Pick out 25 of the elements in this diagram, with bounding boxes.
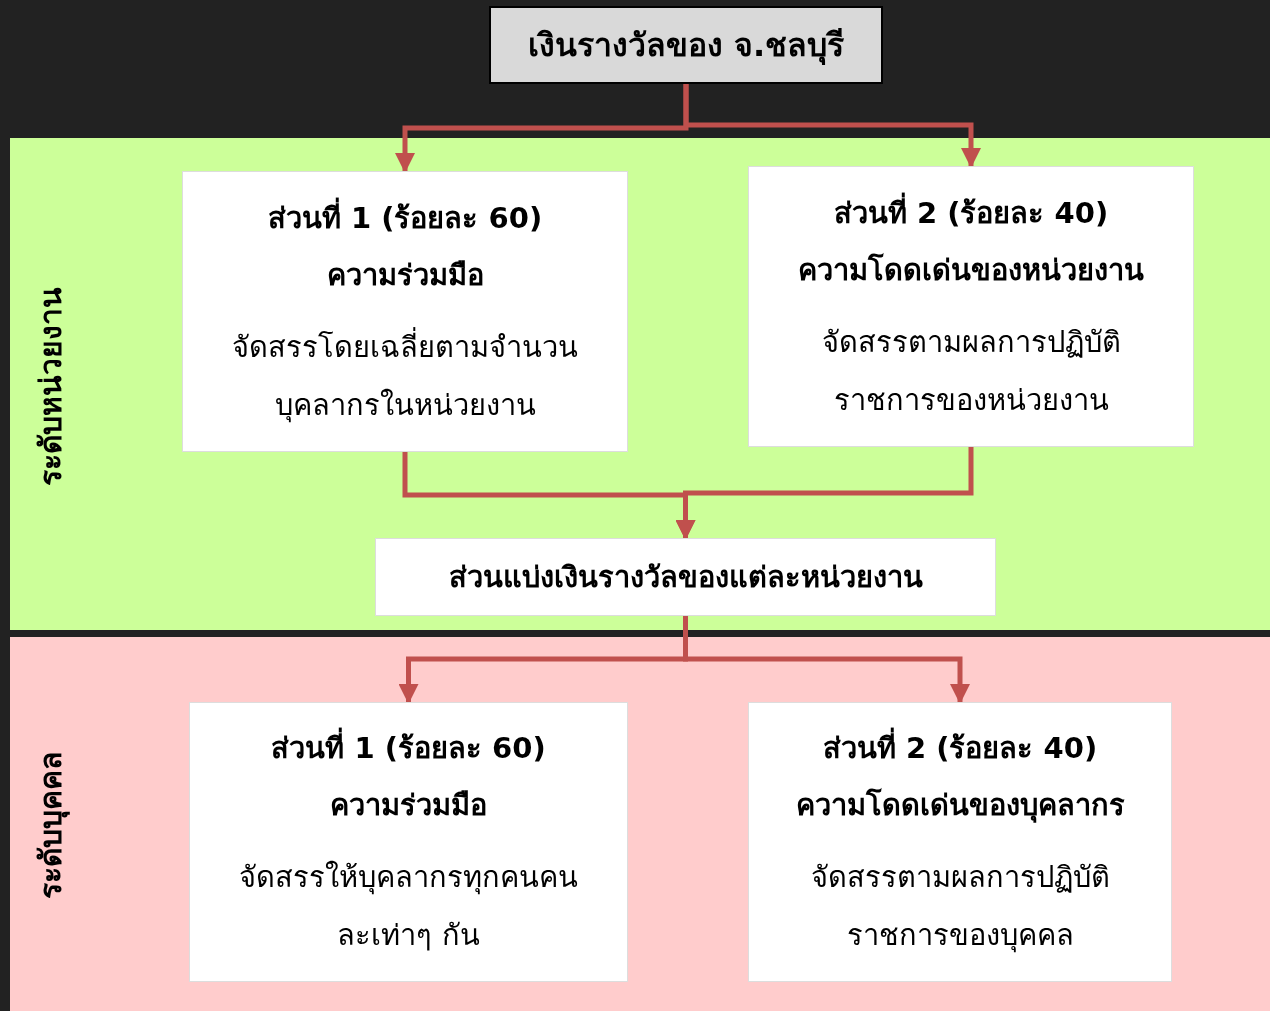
box-heading: ส่วนที่ 2 (ร้อยละ 40) xyxy=(833,184,1109,242)
box-description: จัดสรรตามผลการปฏิบัติราชการของหน่วยงาน xyxy=(820,323,1122,419)
box-heading: ส่วนที่ 1 (ร้อยละ 60) xyxy=(267,189,543,247)
box-heading: ความร่วมมือ xyxy=(330,787,487,824)
box-title: เงินรางวัลของ จ.ชลบุรี xyxy=(527,24,845,67)
arrow xyxy=(683,84,981,168)
process-box xyxy=(748,166,1194,447)
title-box xyxy=(489,6,883,84)
process-box xyxy=(748,702,1172,982)
box-description: จัดสรรตามผลการปฏิบัติราชการของบุคคล xyxy=(809,859,1111,955)
band-label: ระดับหน่วยงาน xyxy=(31,286,69,488)
box-heading: ส่วนที่ 1 (ร้อยละ 60) xyxy=(271,720,546,777)
box-description: จัดสรรโดยเฉลี่ยตามจำนวนบุคลากรในหน่วยงาน xyxy=(231,326,579,425)
process-box xyxy=(375,538,996,616)
level-band xyxy=(10,637,1270,1011)
process-box xyxy=(182,171,628,452)
box-heading: ความร่วมมือ xyxy=(326,256,484,294)
process-box xyxy=(189,702,628,982)
band-label: ระดับบุคคล xyxy=(31,751,71,901)
box-heading: ความโดดเด่นของหน่วยงาน xyxy=(798,251,1144,289)
box-description: จัดสรรให้บุคลากรทุกคนคนละเท่าๆ กัน xyxy=(238,859,579,954)
box-heading: ความโดดเด่นของบุคลากร xyxy=(795,787,1125,825)
box-title: ส่วนแบ่งเงินรางวัลของแต่ละหน่วยงาน xyxy=(448,558,923,596)
box-heading: ส่วนที่ 2 (ร้อยละ 40) xyxy=(822,720,1098,777)
level-band xyxy=(10,138,1270,630)
